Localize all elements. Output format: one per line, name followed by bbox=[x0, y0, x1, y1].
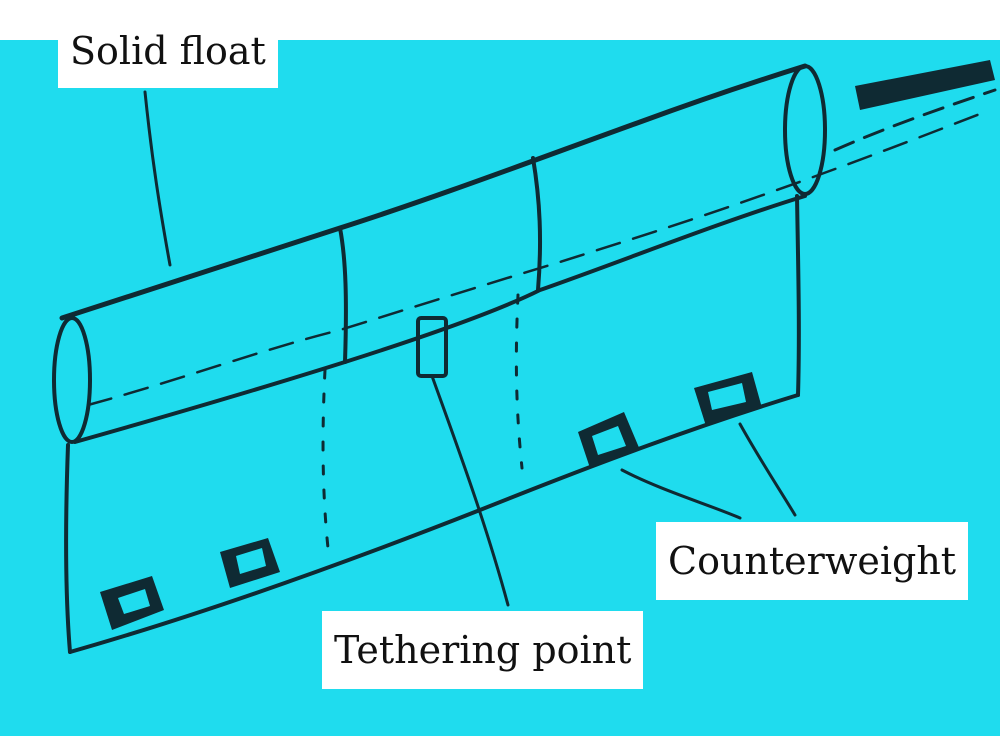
counterweight-label: Counterweight bbox=[656, 522, 969, 600]
counterweight-block-2-highlight bbox=[236, 548, 266, 574]
float-segment-divider-2 bbox=[531, 156, 543, 292]
anchor-mark bbox=[855, 60, 995, 110]
curtain-right-edge bbox=[795, 194, 801, 397]
counterweight-leader-line-2 bbox=[738, 422, 797, 517]
float-segment-divider-1 bbox=[338, 226, 348, 364]
counterweight-block-1-highlight bbox=[118, 589, 150, 614]
counterweight-block-3-highlight bbox=[592, 426, 626, 455]
float-top-edge bbox=[59, 63, 808, 321]
tether-line-dashed bbox=[833, 88, 997, 152]
curtain-dotted-line-2 bbox=[514, 293, 524, 470]
float-bottom-edge bbox=[73, 194, 807, 444]
tethering-point-label: Tethering point bbox=[322, 611, 644, 689]
float-right-end-cap bbox=[783, 64, 827, 196]
float-waterline-dashed bbox=[86, 108, 992, 407]
solid-float-leader-line bbox=[143, 90, 172, 267]
tethering-leader-line bbox=[430, 374, 510, 607]
solid-float-label: Solid float bbox=[58, 22, 278, 88]
counterweight-leader-line-1 bbox=[620, 468, 742, 520]
float-left-end-cap bbox=[52, 316, 92, 444]
counterweight-block-4-highlight bbox=[708, 383, 746, 410]
curtain-left-edge bbox=[64, 443, 72, 654]
